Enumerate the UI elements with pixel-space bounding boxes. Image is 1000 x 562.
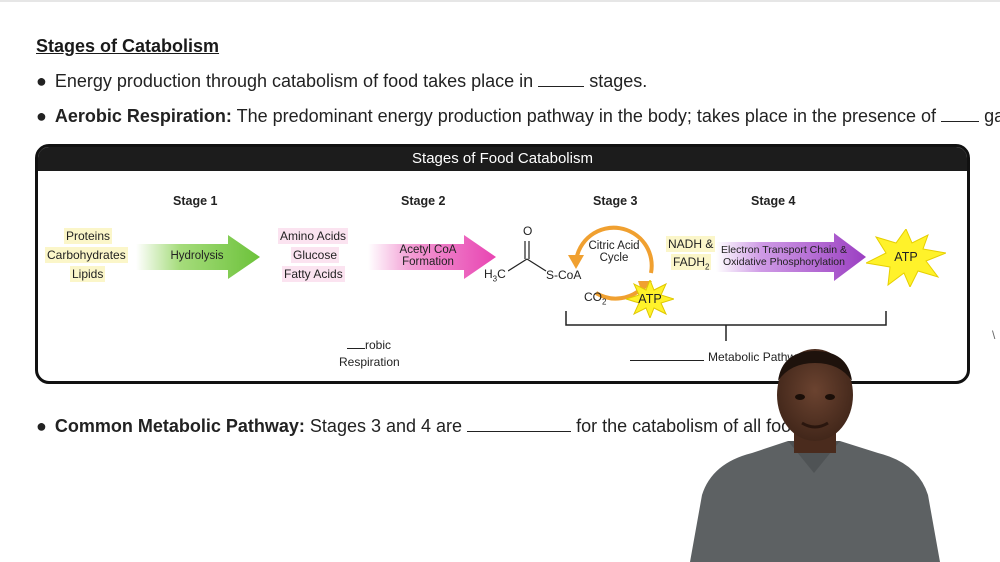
stage-bracket [565, 311, 887, 341]
edge-mark: \ [992, 328, 996, 342]
fill-blank [467, 431, 572, 432]
acetyl-coa-arrow [368, 235, 496, 279]
bullet-common-pathway: ● Common Metabolic Pathway: Stages 3 and … [36, 416, 820, 437]
citric-acid-cycle [568, 225, 654, 301]
monomer-amino-acids: Amino Acids [278, 228, 349, 244]
bullet-text-a: The predominant energy production pathwa… [236, 106, 937, 126]
monomer-glucose: Glucose [291, 247, 340, 263]
diagram-title: Stages of Food Catabolism [38, 147, 967, 171]
bullet-text-b: gas. [984, 106, 1000, 126]
bullet-aerobic: ● Aerobic Respiration: The predominant en… [36, 106, 1000, 127]
stage-label-4: Stage 4 [751, 194, 796, 208]
top-border [0, 0, 1000, 2]
bullet-label: Aerobic Respiration: [54, 106, 232, 126]
bullet-text-b: stages. [589, 71, 648, 91]
bullet-dot: ● [36, 71, 47, 91]
bullet-dot: ● [36, 106, 47, 126]
methyl-group: H3C [484, 267, 506, 284]
bullet-stages: ● Energy production through catabolism of… [36, 71, 647, 92]
etc-arrow [716, 233, 866, 281]
carbonyl-oxygen: O [523, 224, 533, 238]
bullet-dot: ● [36, 416, 47, 436]
bullet-label: Common Metabolic Pathway: [54, 416, 305, 436]
nadh-label: NADH & [666, 236, 716, 252]
s-coa-label: S-CoA [546, 268, 582, 282]
page-title: Stages of Catabolism [36, 36, 220, 56]
hydrolysis-label: Hydrolysis [170, 250, 224, 262]
final-atp-label: ATP [894, 250, 918, 264]
monomer-fatty-acids: Fatty Acids [282, 266, 345, 282]
food-carbohydrates: Carbohydrates [45, 247, 128, 263]
fill-blank [347, 348, 365, 349]
stage-label-2: Stage 2 [401, 194, 446, 208]
food-lipids: Lipids [70, 266, 106, 282]
metabolic-pathway-note: Metabolic Pathway [630, 350, 809, 364]
food-proteins: Proteins [64, 228, 113, 244]
aerobic-note: robic [347, 338, 391, 352]
acetyl-bonds [508, 241, 547, 272]
stage-label-3: Stage 3 [593, 194, 638, 208]
fill-blank [630, 360, 704, 361]
hydrolysis-arrow [136, 235, 260, 279]
starburst-icon [866, 229, 946, 287]
cycle-atp-label: ATP [638, 292, 662, 306]
starburst-icon [626, 280, 674, 318]
diagram-panel: Stages of Food Catabolism Stage 1 Stage … [35, 144, 970, 384]
bullet-text-a: Energy production through catabolism of … [54, 71, 534, 91]
co2-label: CO2 [584, 290, 607, 307]
respiration-note: Respiration [339, 355, 400, 369]
stage-label-1: Stage 1 [173, 194, 218, 208]
presenter-video [690, 349, 940, 562]
fill-blank [538, 86, 585, 87]
bullet-text-b: for the catabolism of all food ty [576, 416, 821, 436]
fill-blank [941, 121, 980, 122]
etc-label: Electron Transport Chain &Oxidative Phos… [720, 244, 848, 268]
fadh2-label: FADH2 [671, 254, 712, 272]
bullet-text-a: Stages 3 and 4 are [309, 416, 463, 436]
